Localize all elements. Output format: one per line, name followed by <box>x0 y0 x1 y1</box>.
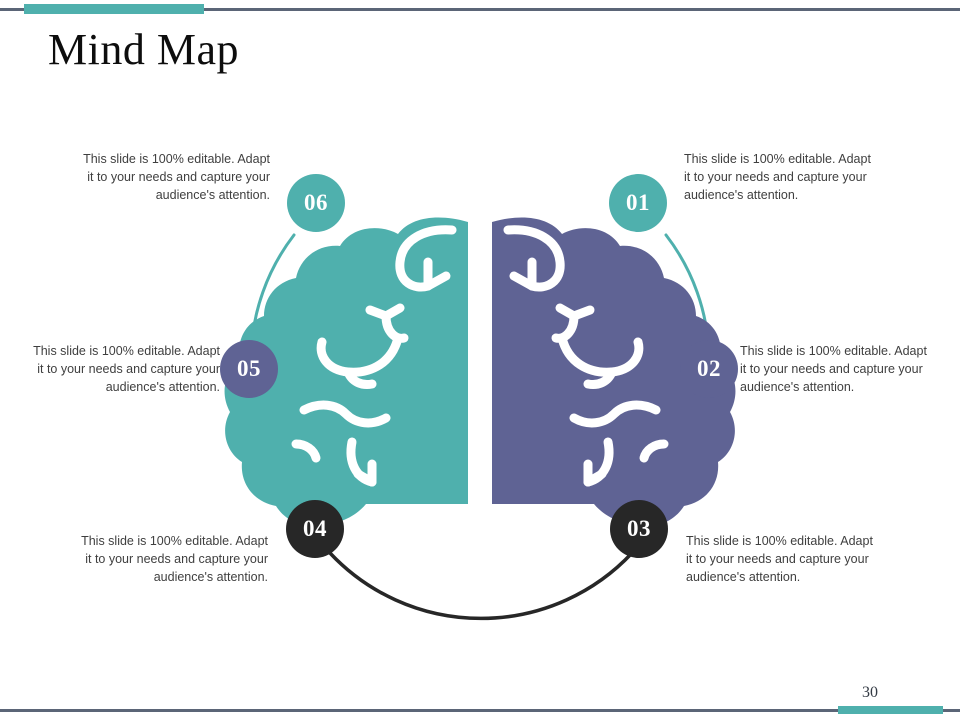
brain-central-fissure <box>468 216 492 512</box>
caption-01: This slide is 100% editable. Adapt it to… <box>684 152 871 202</box>
caption-03: This slide is 100% editable. Adapt it to… <box>686 534 873 584</box>
top-accent-bar <box>24 4 204 14</box>
page-title: Mind Map <box>48 25 239 74</box>
node-03[interactable]: 03 <box>610 500 668 558</box>
top-divider-line <box>0 8 960 11</box>
node-01[interactable]: 01 <box>609 174 667 232</box>
caption-02: This slide is 100% editable. Adapt it to… <box>740 344 927 394</box>
node-04[interactable]: 04 <box>286 500 344 558</box>
node-06-label: 06 <box>304 190 328 215</box>
brain-left-hemisphere <box>224 217 468 526</box>
node-05-label: 05 <box>237 356 261 381</box>
node-05[interactable]: 05 <box>220 340 278 398</box>
node-03-label: 03 <box>627 516 651 541</box>
caption-06: This slide is 100% editable. Adapt it to… <box>83 152 270 202</box>
caption-05: This slide is 100% editable. Adapt it to… <box>33 344 220 394</box>
brain-right-hemisphere <box>492 217 736 526</box>
brain-illustration <box>224 216 736 526</box>
page-number: 30 <box>862 684 878 701</box>
node-02-label: 02 <box>697 356 721 381</box>
node-01-label: 01 <box>626 190 650 215</box>
bottom-divider-line <box>0 709 960 712</box>
caption-04: This slide is 100% editable. Adapt it to… <box>81 534 268 584</box>
bottom-accent-bar <box>838 706 943 714</box>
node-04-label: 04 <box>303 516 327 541</box>
node-02[interactable]: 02 <box>680 340 738 398</box>
node-06[interactable]: 06 <box>287 174 345 232</box>
connector-04-03 <box>328 551 634 621</box>
